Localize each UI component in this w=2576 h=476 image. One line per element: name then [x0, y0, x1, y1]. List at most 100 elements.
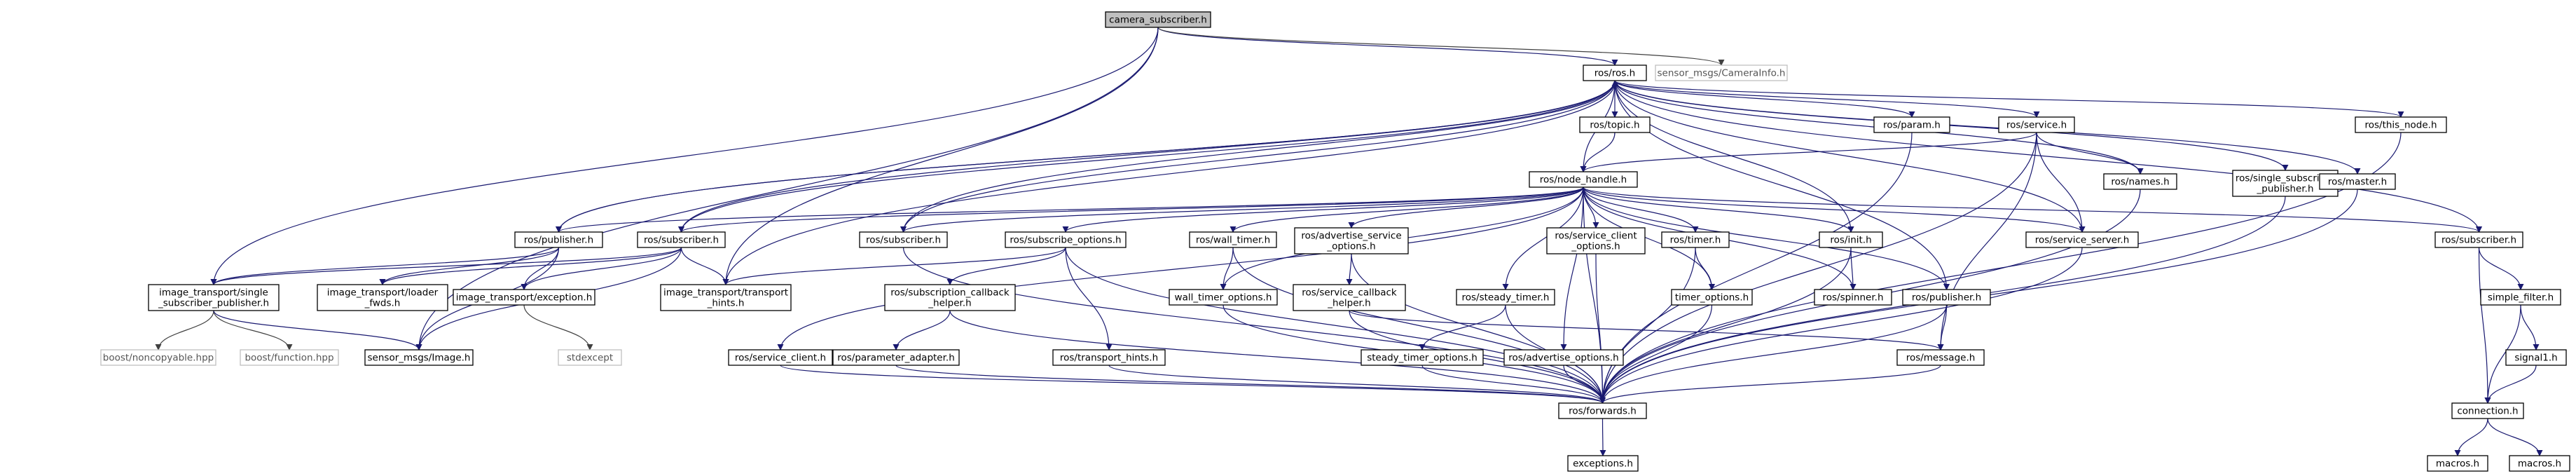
node-label: _subscriber_publisher.h	[158, 298, 269, 309]
node-ros-subscriber-r[interactable]: ros/subscriber.h	[2434, 231, 2523, 248]
node-camera-subscriber[interactable]: camera_subscriber.h	[1105, 11, 1211, 28]
node-box	[1583, 64, 1647, 81]
node-boost-noncopyable[interactable]: boost/noncopyable.hpp	[100, 349, 216, 366]
node-steady-timer-opts[interactable]: steady_timer_options.h	[1361, 349, 1484, 366]
node-connection[interactable]: connection.h	[2451, 402, 2524, 419]
edge-ros-h-to-ros-subscriber-l	[678, 80, 1616, 233]
edge-wall-timer-to-wall-timer-opts	[1220, 247, 1234, 290]
node-boost-function[interactable]: boost/function.hpp	[240, 349, 339, 366]
node-ros-publisher-r[interactable]: ros/publisher.h	[1902, 289, 1991, 306]
node-single-sub-pub[interactable]: ros/single_subscriber_publisher.h	[2232, 170, 2339, 197]
node-ros-service[interactable]: ros/service.h	[1998, 116, 2075, 133]
edge-ros-h-to-ros-service	[1614, 80, 2040, 118]
edge-service-server-to-ros-forwards	[1599, 247, 2083, 404]
edge-service-client-to-ros-forwards	[780, 365, 1606, 404]
node-label: _helper.h	[928, 298, 971, 309]
edge-simple-filter-to-connection	[2484, 304, 2521, 404]
node-ros-param[interactable]: ros/param.h	[1873, 116, 1950, 133]
node-sensor-image[interactable]: sensor_msgs/Image.h	[364, 349, 474, 366]
node-subscribe-options[interactable]: ros/subscribe_options.h	[1005, 231, 1127, 248]
edge-ros-h-to-ros-master	[1614, 80, 2361, 175]
edge-ros-h-to-ros-param	[1614, 80, 1915, 118]
edge-ros-service-to-ros-message	[1937, 132, 2037, 351]
node-box	[1998, 116, 2075, 133]
edge-node-handle-to-ros-forwards	[1583, 186, 1606, 404]
edge-subscribe-options-to-it-transport-hints	[722, 247, 1066, 285]
node-ros-timer[interactable]: ros/timer.h	[1661, 231, 1730, 248]
node-box	[317, 284, 448, 311]
node-service-client[interactable]: ros/service_client.h	[728, 349, 833, 366]
node-ros-subscriber-l[interactable]: ros/subscriber.h	[637, 231, 726, 248]
edge-ros-subscriber-l-to-it-transport-hints	[680, 247, 729, 285]
node-label: image_transport/transport	[663, 287, 788, 299]
node-service-callback-helper[interactable]: ros/service_callback_helper.h	[1293, 284, 1406, 311]
edge-node-handle-to-steady-timer	[1502, 186, 1584, 290]
node-service-server[interactable]: ros/service_server.h	[2025, 231, 2139, 248]
edge-service-callback-helper-to-ros-message	[1349, 310, 1944, 351]
node-box	[1567, 455, 1639, 472]
node-steady-timer[interactable]: ros/steady_timer.h	[1456, 289, 1555, 306]
node-label: ros/single_subscriber	[2236, 173, 2336, 184]
node-label: ros/service_callback	[1302, 287, 1397, 299]
node-label: ros/timer.h	[1670, 235, 1721, 246]
node-adv-service-opts[interactable]: ros/advertise_service_options.h	[1294, 227, 1409, 254]
edge-node-handle-to-ros-init	[1583, 186, 1854, 233]
node-label: ros/wall_timer.h	[1196, 235, 1270, 246]
node-it-exception[interactable]: image_transport/exception.h	[453, 289, 595, 306]
node-service-client-opts[interactable]: ros/service_client_options.h	[1546, 227, 1646, 254]
node-signal1[interactable]: signal1.h	[2505, 349, 2567, 366]
node-ros-subscriber-m[interactable]: ros/subscriber.h	[859, 231, 948, 248]
node-simple-filter[interactable]: simple_filter.h	[2480, 289, 2561, 306]
edge-node-handle-to-ros-publisher-r	[1583, 186, 1950, 290]
node-label: _helper.h	[1327, 298, 1370, 309]
node-parameter-adapter[interactable]: ros/parameter_adapter.h	[832, 349, 960, 366]
node-label: image_transport/loader	[327, 287, 439, 299]
node-exceptions[interactable]: exceptions.h	[1567, 455, 1639, 472]
node-ros-init[interactable]: ros/init.h	[1819, 231, 1883, 248]
node-wall-timer-opts[interactable]: wall_timer_options.h	[1169, 289, 1278, 306]
edge-ros-publisher-l-to-it-loader-fwds	[379, 247, 560, 285]
node-adv-options[interactable]: ros/advertise_options.h	[1503, 349, 1624, 366]
node-box	[1558, 402, 1647, 419]
edge-ros-service-to-ros-forwards	[1599, 132, 2037, 404]
edge-it-transport-hints-to-ros-h	[725, 80, 1619, 285]
edge-signal1-to-connection	[2484, 365, 2537, 404]
node-label: ros/node_handle.h	[1540, 175, 1627, 186]
node-ros-spinner[interactable]: ros/spinner.h	[1814, 289, 1892, 306]
node-ros-topic[interactable]: ros/topic.h	[1579, 116, 1651, 133]
node-ros-master[interactable]: ros/master.h	[2319, 173, 2396, 190]
edge-camera-subscriber-to-sensor-image	[415, 27, 1159, 351]
edge-ros-timer-to-timer-options	[1695, 247, 1715, 290]
node-it-loader-fwds[interactable]: image_transport/loader_fwds.h	[317, 284, 448, 311]
edge-ros-service-to-node-handle	[1580, 132, 2037, 172]
edge-steady-timer-opts-to-ros-forwards	[1421, 365, 1606, 404]
node-timer-options[interactable]: timer_options.h	[1671, 289, 1753, 306]
node-it-single-sub-pub[interactable]: image_transport/single_subscriber_publis…	[148, 284, 280, 311]
node-it-transport-hints[interactable]: image_transport/transport_hints.h	[660, 284, 792, 311]
node-label: wall_timer_options.h	[1175, 292, 1272, 304]
edge-ros-subscriber-m-to-ros-h	[902, 80, 1619, 233]
node-transport-hints[interactable]: ros/transport_hints.h	[1052, 349, 1166, 366]
node-macros-r[interactable]: macros.h	[2509, 455, 2570, 472]
node-ros-names[interactable]: ros/names.h	[2103, 173, 2177, 190]
node-stdexcept[interactable]: stdexcept	[558, 349, 622, 366]
node-wall-timer[interactable]: ros/wall_timer.h	[1189, 231, 1277, 248]
node-ros-publisher-l[interactable]: ros/publisher.h	[514, 231, 603, 248]
node-label: ros/transport_hints.h	[1060, 353, 1158, 364]
node-ros-message[interactable]: ros/message.h	[1896, 349, 1985, 366]
node-box	[558, 349, 622, 366]
edge-ros-subscriber-r-to-simple-filter	[2478, 247, 2524, 290]
node-sub-callback-helper[interactable]: ros/subscription_callback_helper.h	[884, 284, 1016, 311]
node-box	[1293, 284, 1406, 311]
node-ros-h[interactable]: ros/ros.h	[1583, 64, 1647, 81]
node-ros-this-node[interactable]: ros/this_node.h	[2355, 116, 2447, 133]
node-label: ros/ros.h	[1594, 68, 1636, 79]
node-node-handle[interactable]: ros/node_handle.h	[1529, 171, 1638, 188]
node-label: ros/subscriber.h	[2441, 235, 2516, 246]
node-ros-forwards[interactable]: ros/forwards.h	[1558, 402, 1647, 419]
node-label: signal1.h	[2514, 353, 2557, 364]
node-label: ros/subscribe_options.h	[1010, 235, 1121, 246]
node-sensor-caminfo[interactable]: sensor_msgs/CameraInfo.h	[1655, 64, 1788, 81]
node-macros-l[interactable]: macros.h	[2427, 455, 2488, 472]
edge-node-handle-to-timer-options	[1583, 186, 1715, 290]
